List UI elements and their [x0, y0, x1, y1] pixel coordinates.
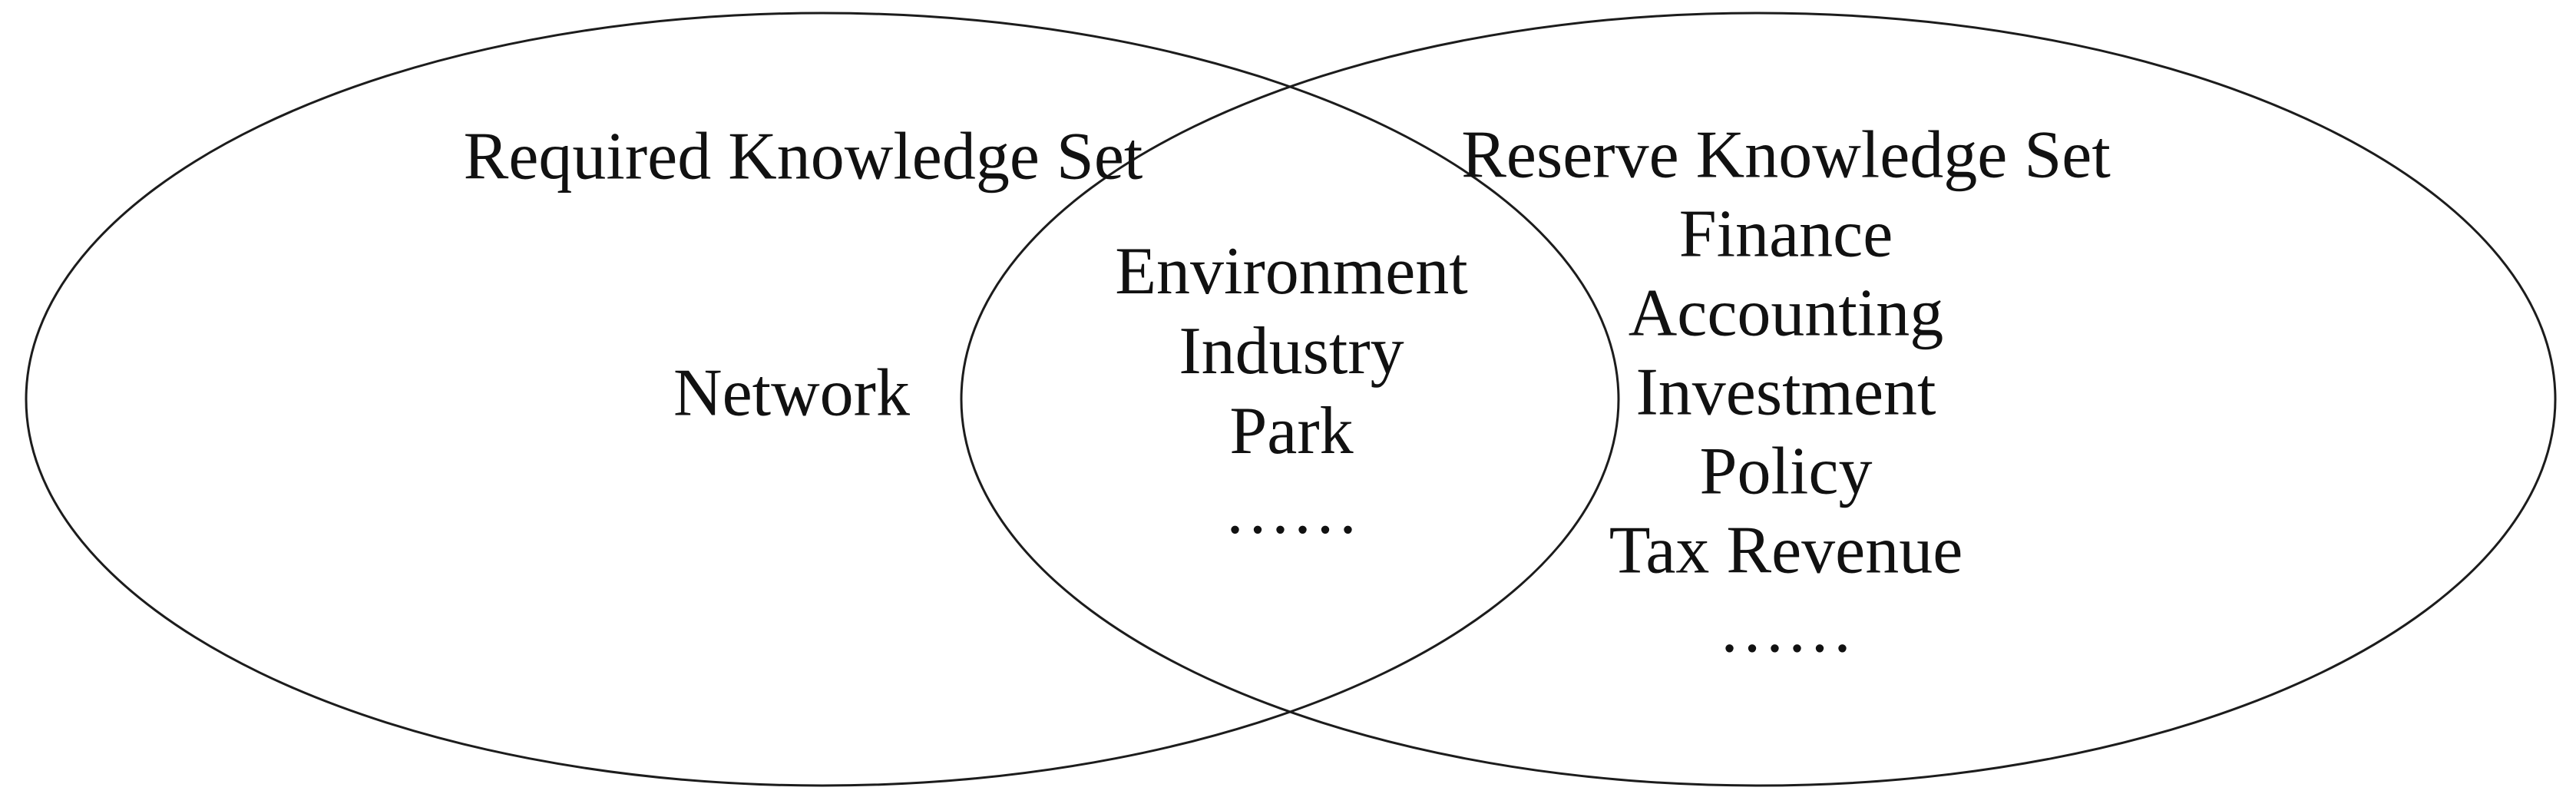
right-set-label: Reserve Knowledge Set: [1461, 117, 2111, 193]
right-set-item-policy: Policy: [1699, 434, 1873, 509]
right-set-item-finance: Finance: [1678, 197, 1893, 272]
right-set-item-ellipsis: ……: [1718, 592, 1853, 667]
right-ellipse-outline: [960, 12, 2557, 787]
right-set-item-tax-revenue: Tax Revenue: [1609, 513, 1963, 588]
left-set-label: Required Knowledge Set: [463, 119, 1143, 194]
intersection-items: Environment Industry Park ……: [1115, 232, 1467, 551]
intersection-item-industry: Industry: [1179, 314, 1404, 389]
intersection-item-ellipsis: ……: [1224, 474, 1359, 548]
right-set-item-investment: Investment: [1635, 355, 1936, 430]
right-set: Reserve Knowledge Set Finance Accounting…: [1461, 116, 2111, 670]
right-set-item-accounting: Accounting: [1628, 276, 1944, 351]
left-ellipse-outline: [25, 12, 1620, 787]
intersection-item-park: Park: [1229, 394, 1354, 468]
intersection-item-environment: Environment: [1115, 234, 1468, 309]
left-set-item-network: Network: [673, 356, 910, 431]
